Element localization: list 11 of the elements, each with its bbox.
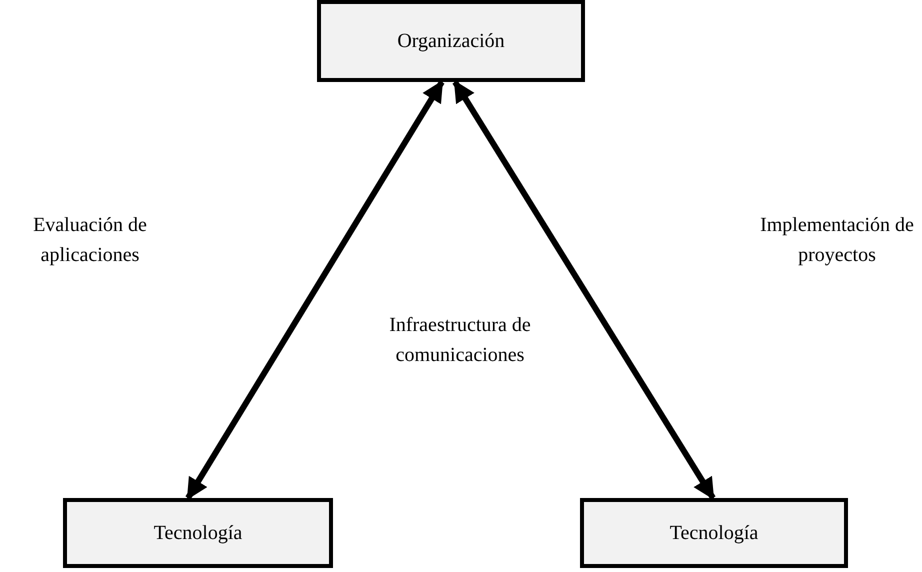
process-box [580, 498, 848, 568]
node-label: Tecnología [670, 522, 758, 544]
process-box [63, 498, 333, 568]
process-box [317, 0, 585, 82]
node-label: Tecnología [154, 522, 242, 544]
double-arrow [452, 80, 716, 500]
annotation-text: Infraestructura de comunicaciones [388, 313, 532, 368]
node-label: Organización [397, 30, 505, 52]
annotation-text: Implementación de proyectos [759, 213, 915, 268]
double-arrow [185, 80, 444, 500]
annotation-text: Evaluación de aplicaciones [32, 213, 148, 268]
